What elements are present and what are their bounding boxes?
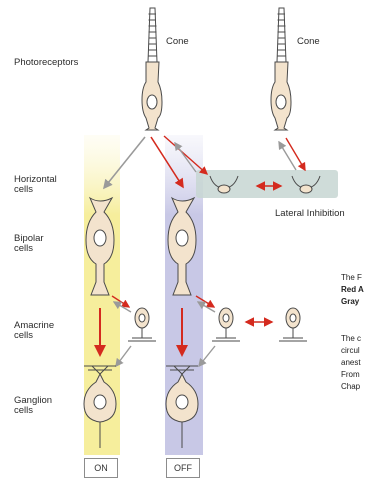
bipolar-cells-label: Bipolar cells: [14, 234, 44, 254]
amacrine-cell-1: [128, 308, 156, 341]
horizontal-label-line2: cells: [14, 185, 57, 195]
amacrine-label-line2: cells: [14, 331, 54, 341]
caption-line-4: The c: [341, 334, 361, 344]
bipolar-label-line2: cells: [14, 244, 44, 254]
caption-line-8: Chap: [341, 382, 360, 392]
ganglion-label-line2: cells: [14, 406, 52, 416]
on-pathway-label: ON: [84, 458, 118, 478]
caption-line-1: The F: [341, 273, 362, 283]
cone-left: [142, 8, 162, 130]
arrow-right-cone-to-horizontal: [286, 138, 305, 170]
horizontal-cells-label: Horizontal cells: [14, 175, 57, 195]
cone-right: [271, 8, 291, 130]
caption-line-2: Red A: [341, 285, 364, 295]
amacrine-cells-label: Amacrine cells: [14, 321, 54, 341]
arrow-horizontal-to-right-cone: [279, 142, 296, 170]
caption-line-5: circul: [341, 346, 360, 356]
lateral-inhibition-label: Lateral Inhibition: [275, 209, 345, 219]
caption-line-6: anest: [341, 358, 361, 368]
cone-left-label: Cone: [166, 37, 189, 47]
amacrine-cell-2: [212, 308, 240, 341]
off-pathway-label: OFF: [166, 458, 200, 478]
lateral-inhibition-band: [196, 170, 338, 198]
caption-line-7: From: [341, 370, 360, 380]
amacrine-cell-3: [279, 308, 307, 341]
cone-right-label: Cone: [297, 37, 320, 47]
photoreceptors-label: Photoreceptors: [14, 58, 78, 68]
caption-line-3: Gray: [341, 297, 359, 307]
ganglion-cells-label: Ganglion cells: [14, 396, 52, 416]
